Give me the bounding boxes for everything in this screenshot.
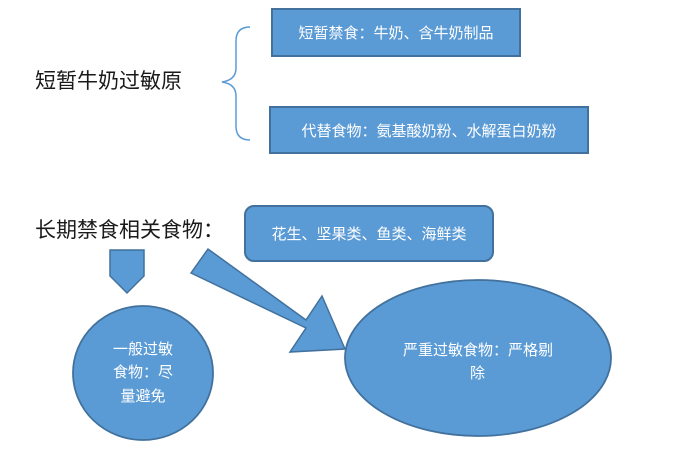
left-circle-line-1: 一般过敏 [112, 340, 173, 358]
right-ellipse-line-1: 严重过敏食物：严格剔 [402, 341, 553, 359]
curly-bracket [221, 26, 251, 141]
box-short-term-fasting: 短暂禁食：牛奶、含牛奶制品 [271, 8, 521, 57]
box-substitute-foods: 代替食物：氨基酸奶粉、水解蛋白奶粉 [269, 106, 589, 154]
box-allergenic-foods: 花生、坚果类、鱼类、海鲜类 [244, 205, 494, 262]
right-ellipse-line-2: 除 [470, 364, 486, 383]
right-ellipse [344, 279, 612, 437]
heading-short-term-allergen: 短暂牛奶过敏原 [35, 69, 182, 93]
diagonal-arrow [189, 247, 347, 353]
down-arrow [109, 249, 145, 295]
heading-long-term-fasting: 长期禁食相关食物： [35, 218, 224, 242]
left-circle [72, 305, 214, 441]
left-circle-text: 一般过敏 食物：尽 量避免 [73, 338, 213, 408]
left-circle-line-2: 食物：尽 [112, 363, 173, 382]
left-circle-line-3: 量避免 [120, 386, 166, 405]
right-ellipse-text: 严重过敏食物：严格剔 除 [380, 339, 576, 386]
